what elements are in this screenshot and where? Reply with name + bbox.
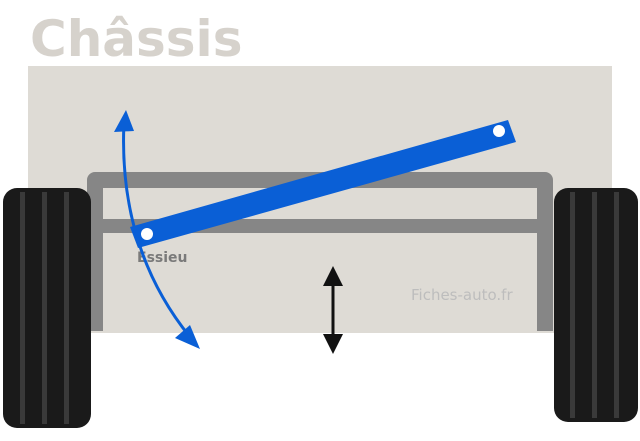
vertical-travel-arrow bbox=[323, 266, 343, 354]
arrow-head-up-icon bbox=[114, 110, 134, 132]
axle-label: Essieu bbox=[137, 250, 188, 266]
axle-body bbox=[130, 120, 516, 248]
axle-pin-right bbox=[493, 125, 505, 137]
tire-groove bbox=[20, 192, 25, 424]
tire-groove bbox=[614, 192, 619, 418]
wheel-right bbox=[554, 188, 638, 422]
tire-groove bbox=[42, 192, 47, 424]
axle-bar bbox=[130, 120, 516, 248]
wheel-left bbox=[3, 188, 91, 428]
watermark: Fiches-auto.fr bbox=[411, 286, 513, 304]
axle-pin-left bbox=[141, 228, 153, 240]
tire-groove bbox=[570, 192, 575, 418]
rotation-arrow bbox=[114, 110, 200, 349]
chassis-panel bbox=[28, 66, 612, 333]
diagram-title: Châssis bbox=[30, 10, 242, 68]
tire-groove bbox=[64, 192, 69, 424]
rotation-arrow-curve bbox=[122, 121, 192, 338]
arrow-head-up-icon bbox=[323, 266, 343, 286]
tire-groove bbox=[592, 192, 597, 418]
arrow-head-down-icon bbox=[323, 334, 343, 354]
arrow-head-down-icon bbox=[175, 325, 200, 349]
